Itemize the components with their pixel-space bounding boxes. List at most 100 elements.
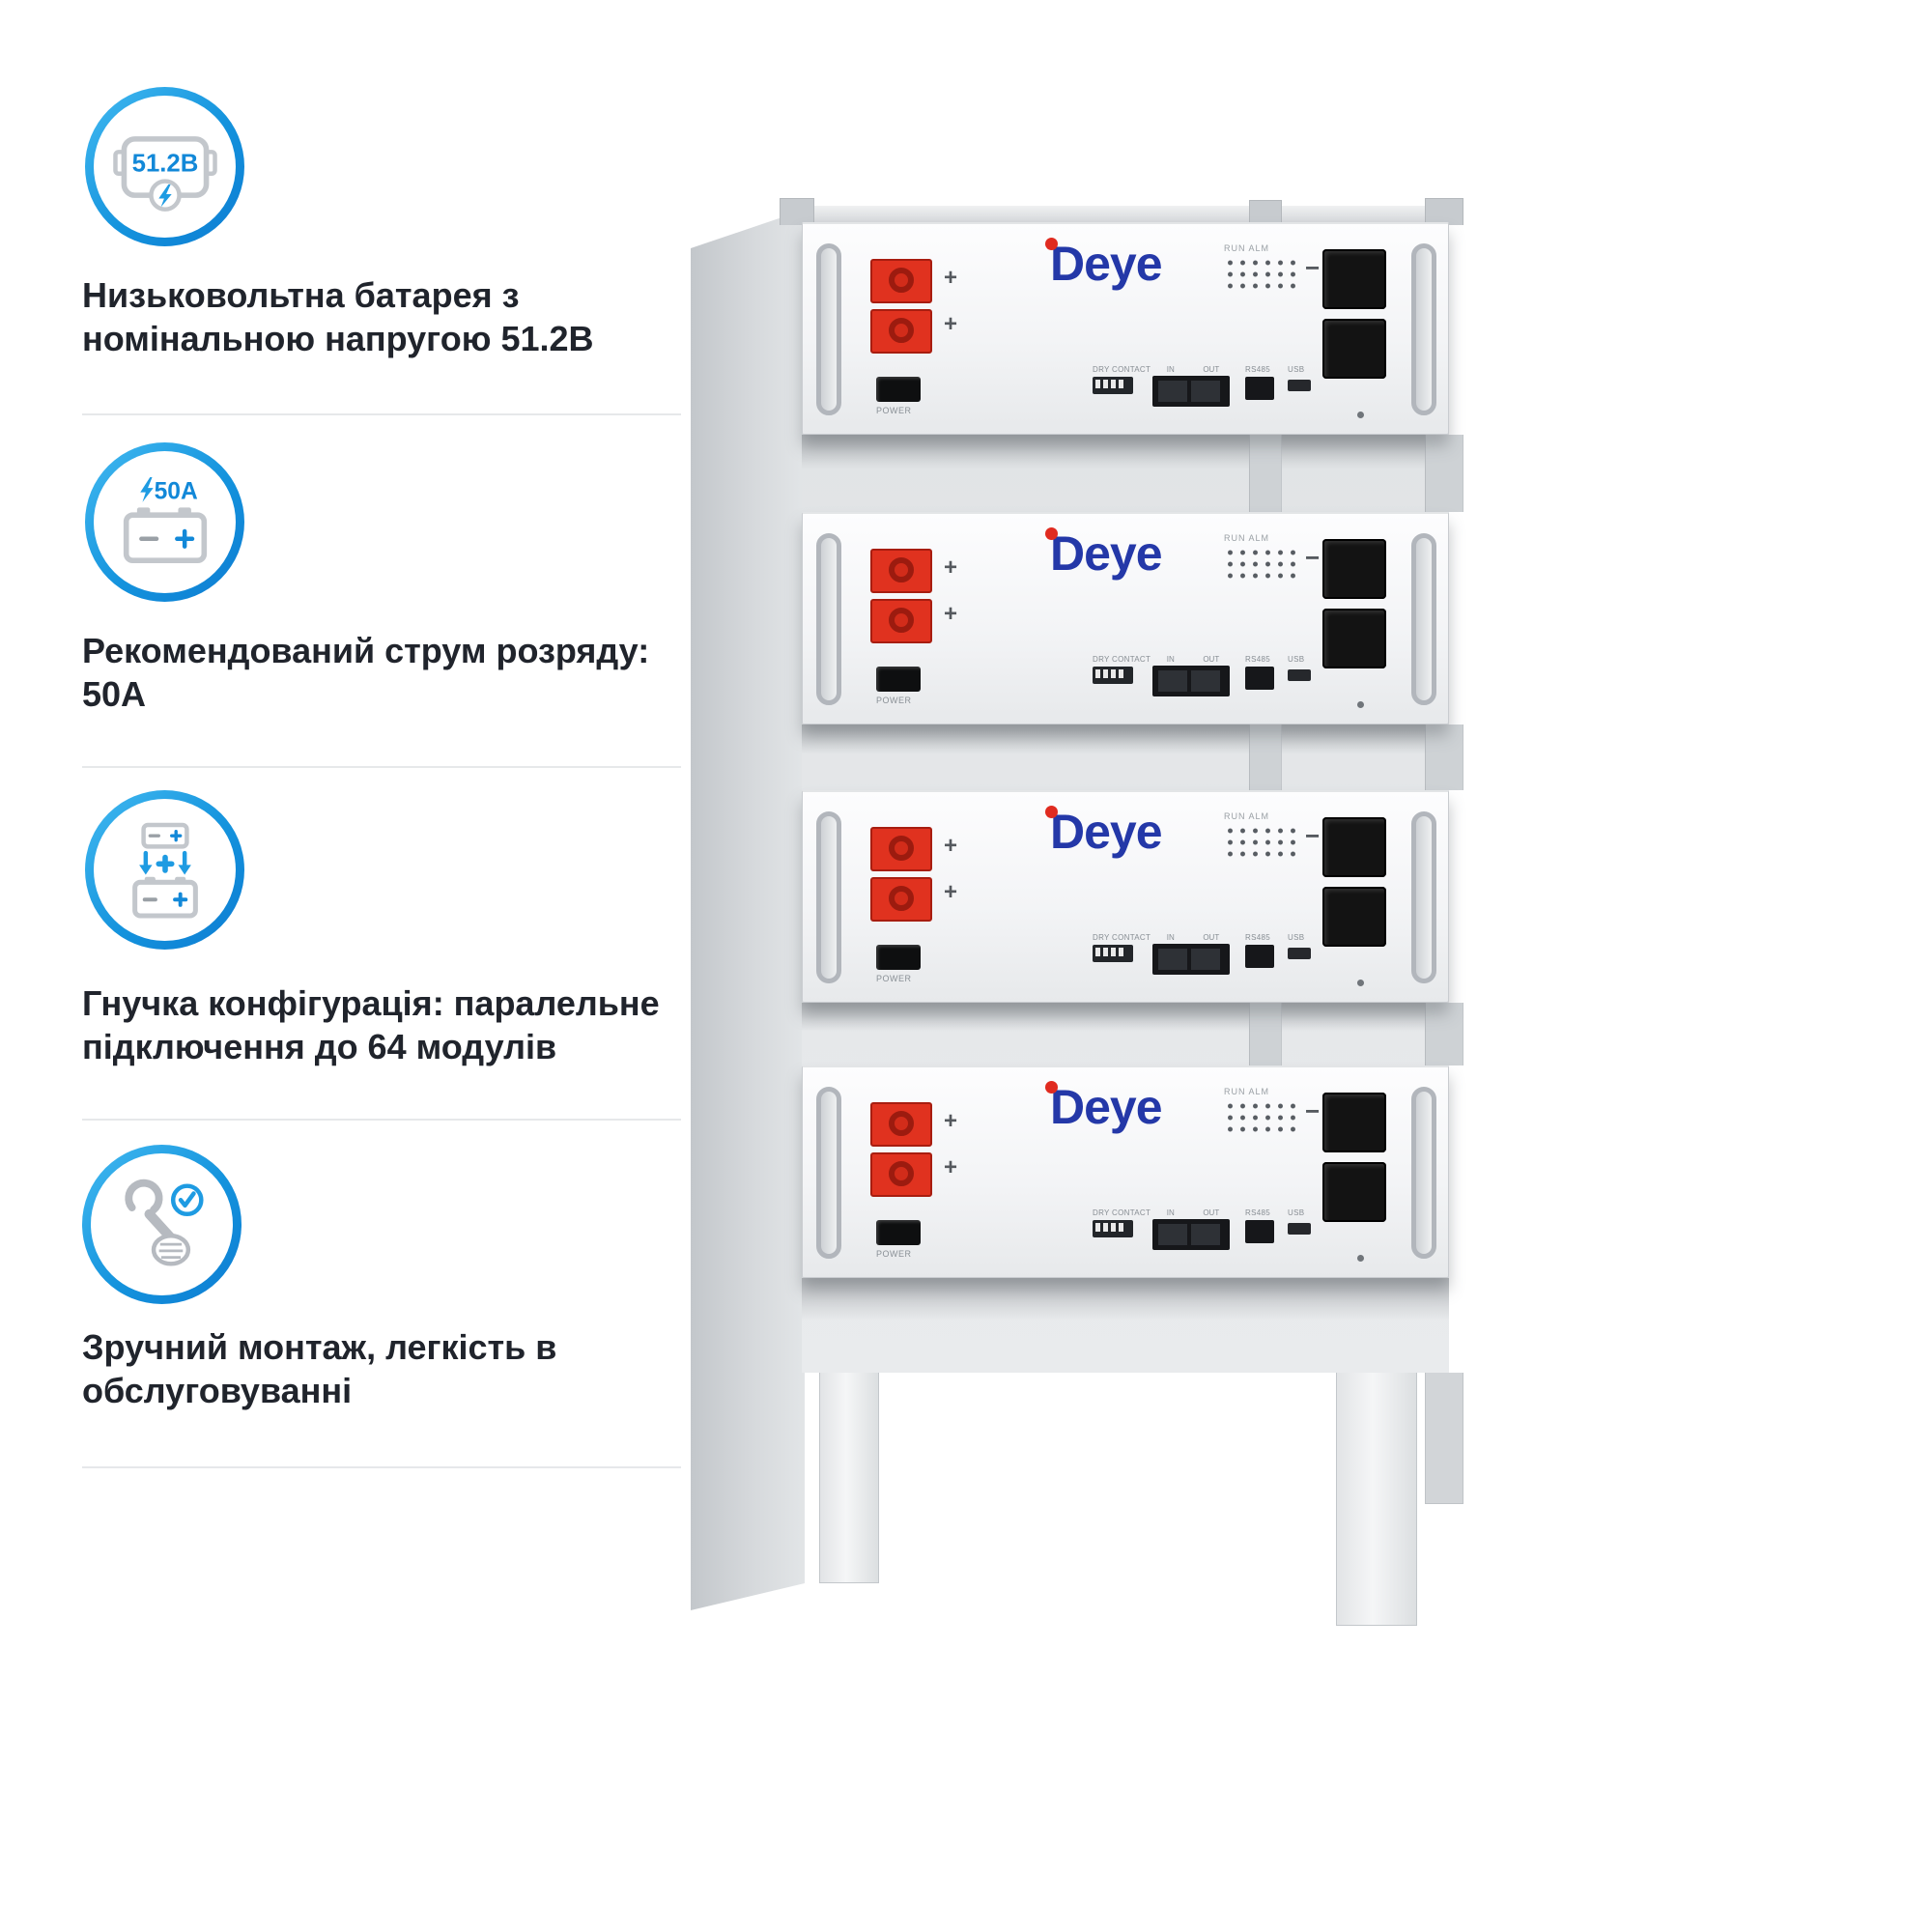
red-connector-port — [870, 549, 932, 593]
logo-red-dot — [1045, 1081, 1058, 1094]
comm-port-labels: IN OUT — [1152, 365, 1234, 374]
divider — [82, 766, 681, 768]
red-connector-port — [870, 309, 932, 354]
feature-text-voltage: Низьковольтна батарея з номінальною напр… — [82, 273, 594, 360]
rs485-jack — [1245, 377, 1274, 400]
dry-contact-port: DRY CONTACT — [1093, 365, 1151, 394]
rj45-ports — [1152, 944, 1230, 975]
parallel-connection-icon — [131, 822, 198, 919]
screw — [1357, 701, 1364, 708]
rack-post — [1249, 724, 1282, 790]
black-connector-port — [1322, 249, 1386, 309]
power-switch — [876, 667, 921, 692]
rack-bracket — [1249, 200, 1282, 225]
dip-switch — [1093, 945, 1133, 962]
in-label: IN — [1166, 1208, 1175, 1217]
battery-module: + + POWER Deye RUN ALM DRY CONTACT IN OU… — [802, 790, 1449, 1003]
rack-bracket — [1425, 198, 1463, 225]
led-vent-grid — [1224, 825, 1303, 860]
battery-module: + + POWER Deye RUN ALM DRY CONTACT IN OU… — [802, 222, 1449, 435]
plus-terminal-label: + — [944, 554, 958, 581]
module-right-handle — [1411, 243, 1436, 415]
rs485-jack — [1245, 1220, 1274, 1243]
usb-port: USB — [1288, 1208, 1311, 1235]
out-label: OUT — [1203, 365, 1220, 374]
black-power-connector — [1322, 1093, 1386, 1232]
in-label: IN — [1166, 655, 1175, 664]
brand-logo: Deye — [1045, 236, 1163, 292]
rack-post — [1425, 1003, 1463, 1065]
current-value: 50A — [154, 478, 197, 504]
module-right-handle — [1411, 811, 1436, 983]
dry-contact-label: DRY CONTACT — [1093, 655, 1151, 664]
discharge-current-icon: 50A — [123, 476, 207, 563]
brand-logo: Deye — [1045, 1079, 1163, 1135]
led-vent-grid — [1224, 547, 1303, 582]
comm-port-labels: IN OUT — [1152, 933, 1234, 942]
plus-terminal-label: + — [944, 601, 958, 627]
base-shelf — [802, 1278, 1449, 1373]
red-connector-port — [870, 827, 932, 871]
usb-port: USB — [1288, 365, 1311, 391]
red-power-connector — [870, 259, 932, 359]
feature-line: Гнучка конфігурація: паралельне — [82, 983, 660, 1023]
rs485-port: RS485 — [1245, 933, 1274, 968]
brand-logo: Deye — [1045, 804, 1163, 860]
stand-rear-post — [1425, 1373, 1463, 1504]
rack-post — [1425, 724, 1463, 790]
brand-name: Deye — [1050, 237, 1163, 291]
plus-terminal-label: + — [944, 1108, 958, 1134]
shelf-gap — [802, 435, 1449, 512]
black-connector-port — [1322, 319, 1386, 379]
rack-bracket — [780, 198, 814, 225]
feature-text-maintenance: Зручний монтаж, легкість в обслуговуванн… — [82, 1325, 556, 1412]
easy-maintenance-icon — [124, 1179, 204, 1266]
screw — [1357, 1255, 1364, 1262]
comm-ports: IN OUT — [1152, 1208, 1234, 1250]
red-connector-port — [870, 1102, 932, 1147]
led-vent-grid — [1224, 1100, 1303, 1135]
usb-port: USB — [1288, 933, 1311, 959]
led-vent-grid — [1224, 257, 1303, 292]
module-left-handle — [816, 533, 841, 705]
voltage-value: 51.2В — [131, 150, 198, 177]
plus-terminal-label: + — [944, 1154, 958, 1180]
stand-leg-left — [819, 1373, 879, 1583]
plus-terminal-label: + — [944, 311, 958, 337]
rack-post — [1249, 435, 1282, 512]
stand-leg-right — [1336, 1373, 1417, 1626]
comm-ports: IN OUT — [1152, 365, 1234, 407]
red-power-connector — [870, 549, 932, 649]
usb-label: USB — [1288, 1208, 1305, 1217]
feature-line: Зручний монтаж, легкість в — [82, 1327, 557, 1367]
module-left-handle — [816, 1087, 841, 1259]
black-connector-port — [1322, 609, 1386, 668]
module-right-handle — [1411, 533, 1436, 705]
rack-side-panel — [691, 210, 805, 1610]
feature-icon-ring — [85, 790, 244, 950]
comm-port-labels: IN OUT — [1152, 655, 1234, 664]
screw — [1357, 412, 1364, 418]
minus-terminal-label: − — [1305, 543, 1321, 572]
out-label: OUT — [1203, 655, 1220, 664]
power-label: POWER — [876, 1249, 912, 1259]
logo-red-dot — [1045, 527, 1058, 540]
run-alm-label: RUN ALM — [1224, 1087, 1270, 1096]
module-left-handle — [816, 243, 841, 415]
battery-module: + + POWER Deye RUN ALM DRY CONTACT IN OU… — [802, 512, 1449, 724]
brand-name: Deye — [1050, 1080, 1163, 1134]
dry-contact-port: DRY CONTACT — [1093, 1208, 1151, 1237]
usb-jack — [1288, 380, 1311, 391]
feature-icon-bg: 50A — [94, 451, 236, 593]
rs485-label: RS485 — [1245, 1208, 1270, 1217]
rack-post — [1425, 435, 1463, 512]
rs485-label: RS485 — [1245, 933, 1270, 942]
feature-line: обслуговуванні — [82, 1371, 353, 1410]
black-power-connector — [1322, 817, 1386, 956]
rj45-ports — [1152, 1219, 1230, 1250]
rs485-label: RS485 — [1245, 655, 1270, 664]
battery-voltage-icon: 51.2В — [112, 135, 217, 212]
divider — [82, 1119, 681, 1121]
rack-top-edge — [802, 206, 1449, 223]
comm-port-labels: IN OUT — [1152, 1208, 1234, 1217]
